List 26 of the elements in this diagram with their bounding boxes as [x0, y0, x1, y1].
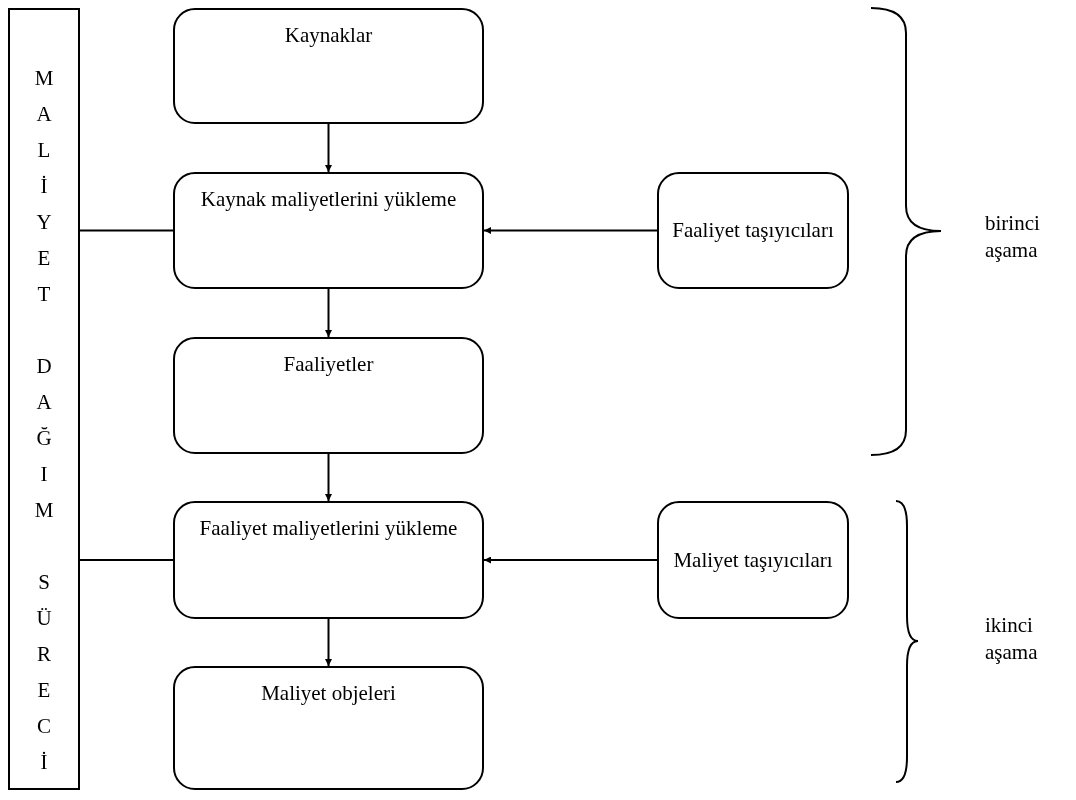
arrow [483, 227, 658, 234]
rounded-box [173, 337, 484, 454]
rounded-box [173, 666, 484, 790]
rounded-box [173, 501, 484, 619]
arrow [325, 123, 332, 173]
node-text: MALİYET DAĞIM SÜRECİ [34, 65, 54, 776]
stage-label: ikinci aşama [985, 612, 1039, 667]
stage-label: birinci aşama [985, 210, 1041, 265]
rounded-box [173, 8, 484, 124]
arrow [325, 618, 332, 667]
rounded-box [173, 172, 484, 289]
arrow [325, 453, 332, 502]
node-text: Kaynak maliyetlerini yükleme [200, 186, 457, 213]
node-text: Faaliyetler [283, 351, 374, 378]
vertical-box [8, 8, 80, 790]
node-text: Faaliyet taşıyıcıları [672, 217, 834, 244]
node-text: Maliyet objeleri [261, 680, 396, 707]
rounded-box [657, 172, 849, 289]
rounded-box [657, 501, 849, 619]
node-text: Faaliyet maliyetlerini yükleme [199, 515, 458, 542]
arrow [483, 556, 658, 564]
arrow [325, 288, 332, 338]
node-text: Maliyet taşıyıcıları [673, 546, 833, 574]
connector-line [79, 559, 174, 561]
node-text: Kaynaklar [284, 22, 373, 49]
connector-line [79, 229, 174, 232]
